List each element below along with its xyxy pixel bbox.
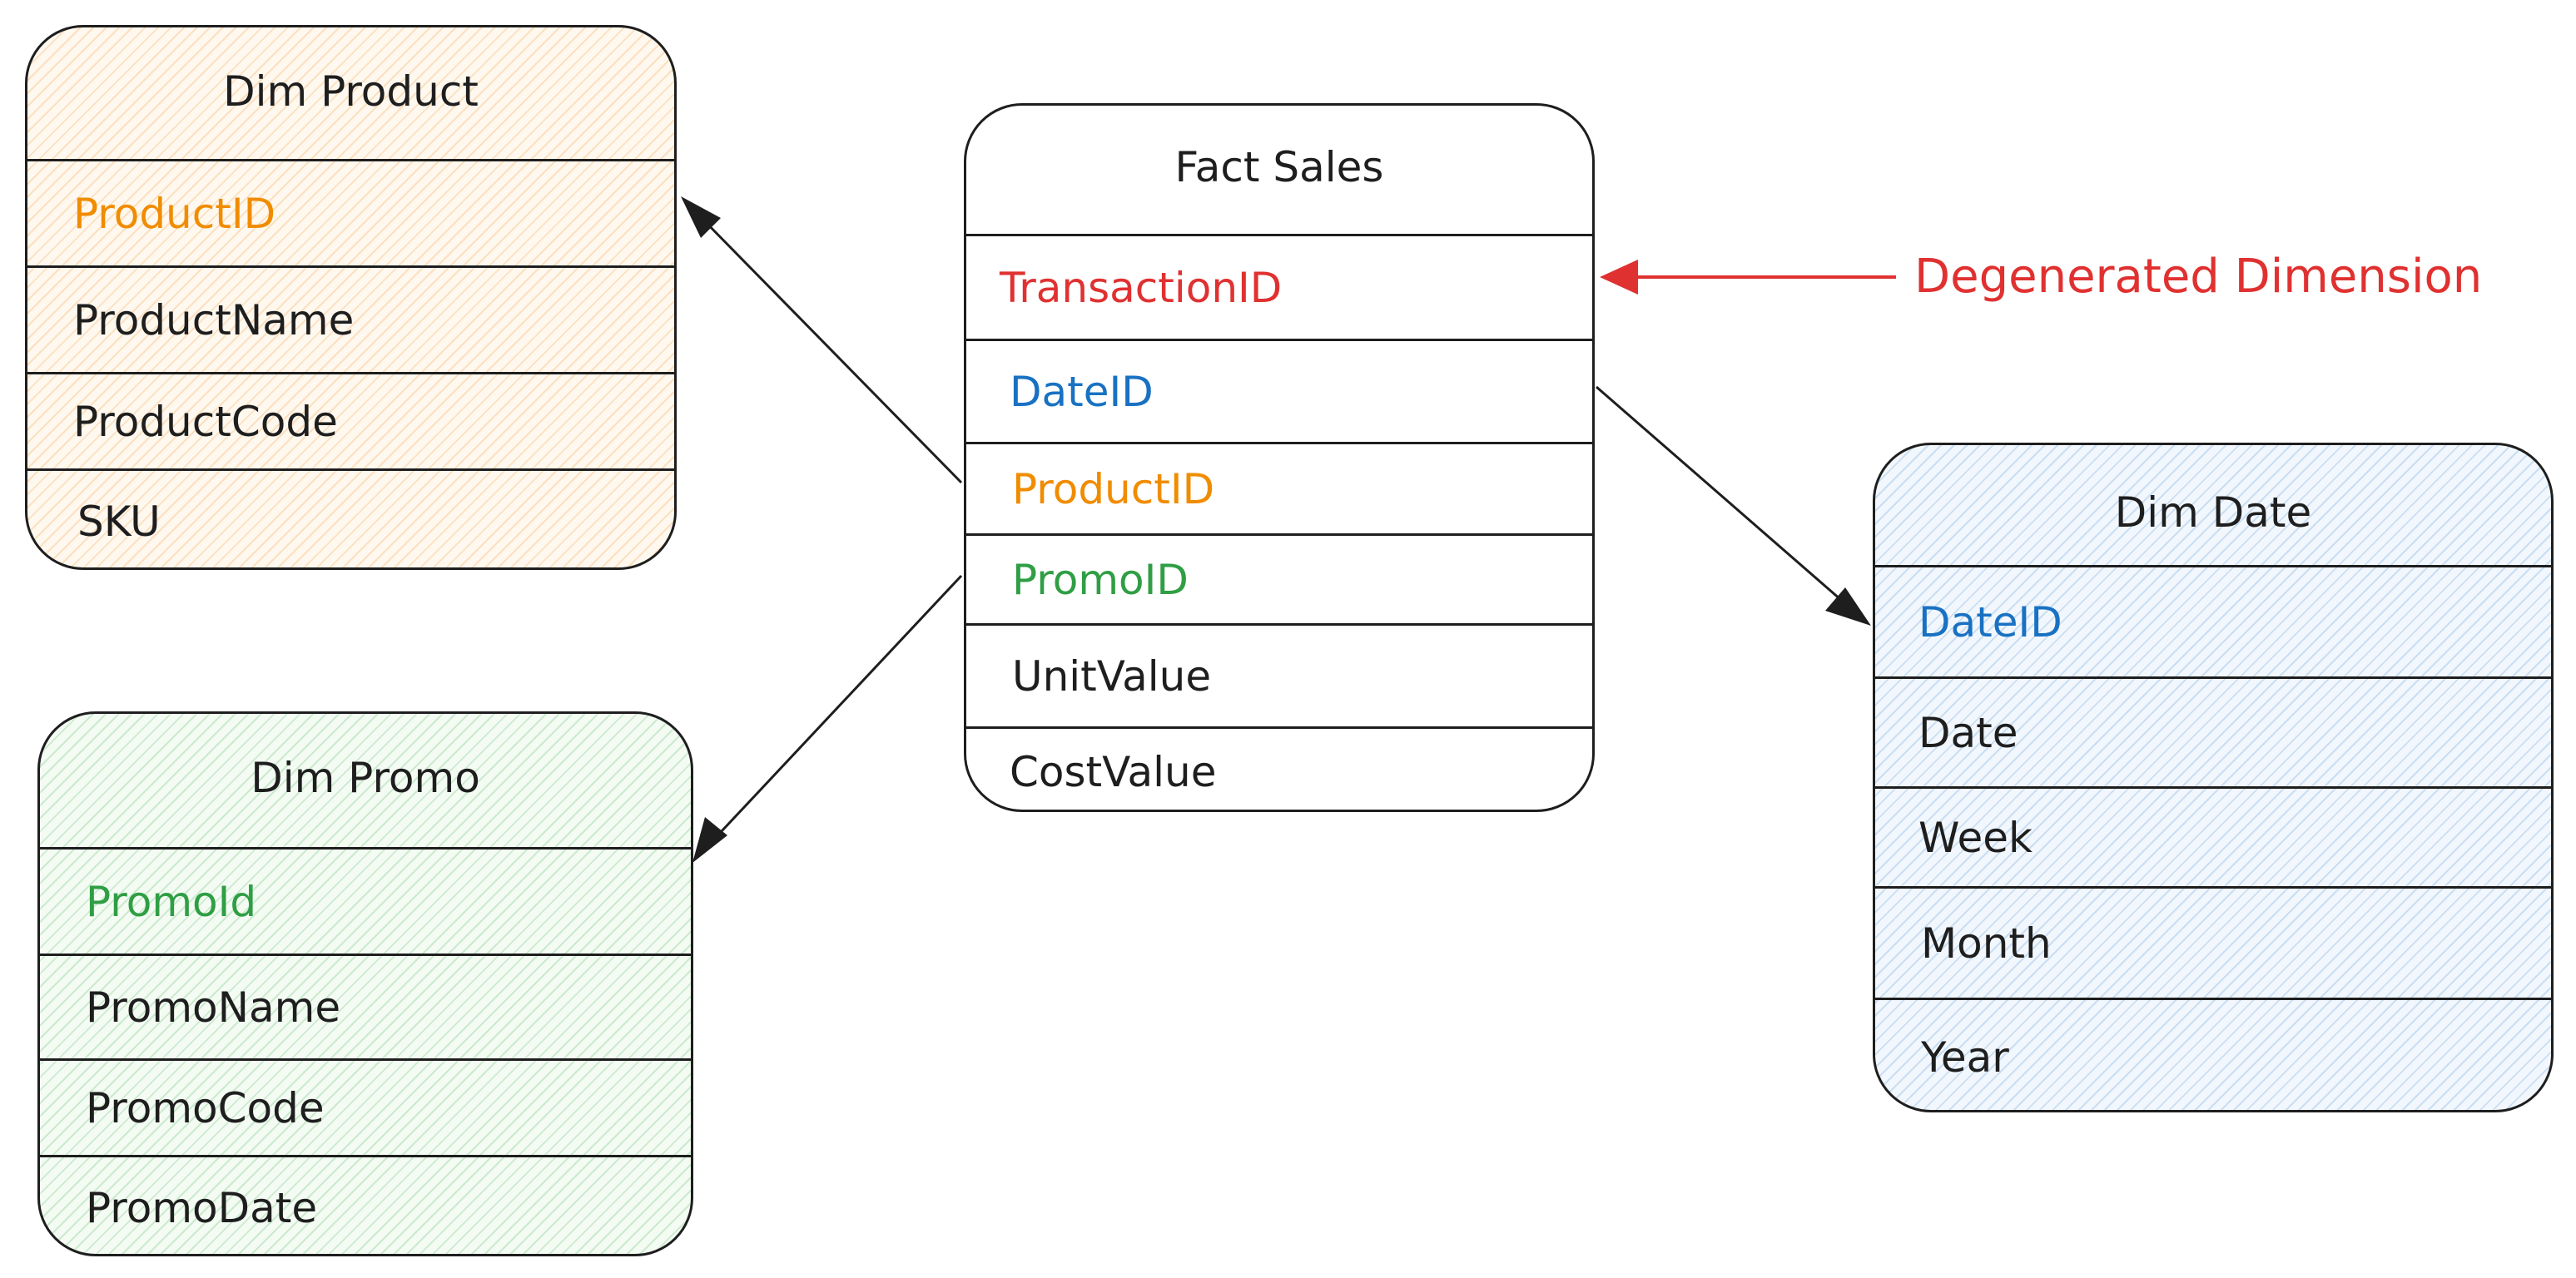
dim-date-field-month: Month xyxy=(1875,886,2551,998)
degenerate-annotation-arrow xyxy=(1600,260,1896,295)
dim-promo-field-promodate: PromoDate xyxy=(40,1155,691,1254)
arrow-fact-to-product xyxy=(681,196,963,484)
field-label: DateID xyxy=(1918,597,2062,646)
field-label: Month xyxy=(1921,919,2052,968)
dim-date-table: Dim Date DateID Date Week Month Year xyxy=(1873,443,2554,1112)
fact-sales-field-unitvalue: UnitValue xyxy=(966,623,1592,726)
field-label: ProductID xyxy=(1012,464,1215,513)
dim-date-field-year: Year xyxy=(1875,998,2551,1110)
field-label: PromoName xyxy=(86,983,341,1032)
field-label: UnitValue xyxy=(1012,651,1212,701)
dim-product-field-productname: ProductName xyxy=(27,265,674,372)
fact-sales-field-dateid: DateID xyxy=(966,339,1592,442)
dim-date-field-dateid: DateID xyxy=(1875,565,2551,676)
dim-product-title: Dim Product xyxy=(223,67,479,116)
field-label: Date xyxy=(1918,708,2018,757)
field-label: SKU xyxy=(77,498,161,546)
dim-promo-table: Dim Promo PromoId PromoName PromoCode Pr… xyxy=(37,711,693,1256)
field-label: PromoId xyxy=(86,877,257,926)
dim-date-field-date: Date xyxy=(1875,676,2551,786)
arrowhead xyxy=(1825,587,1871,626)
arrowhead xyxy=(1600,260,1638,295)
dim-promo-title: Dim Promo xyxy=(251,754,480,802)
dim-product-field-sku: SKU xyxy=(27,468,674,567)
fact-sales-field-costvalue: CostValue xyxy=(966,726,1592,810)
fact-sales-table: Fact Sales TransactionID DateID ProductI… xyxy=(964,103,1595,812)
arrow-fact-to-promo xyxy=(692,574,963,863)
dim-date-field-week: Week xyxy=(1875,786,2551,886)
field-label: ProductID xyxy=(73,189,276,238)
field-label: CostValue xyxy=(1010,747,1217,796)
field-label: Year xyxy=(1921,1033,2009,1082)
field-label: DateID xyxy=(1010,367,1154,416)
dim-product-table: Dim Product ProductID ProductName Produc… xyxy=(25,25,677,570)
field-label: ProductCode xyxy=(73,397,338,446)
dim-product-field-productcode: ProductCode xyxy=(27,372,674,468)
fact-sales-title: Fact Sales xyxy=(1174,143,1384,191)
dim-promo-field-promoid: PromoId xyxy=(40,847,691,954)
field-label: TransactionID xyxy=(1000,263,1283,312)
fact-sales-field-promoid: PromoID xyxy=(966,533,1592,623)
field-label: Week xyxy=(1918,813,2033,862)
field-label: PromoDate xyxy=(86,1184,318,1232)
fact-sales-field-productid: ProductID xyxy=(966,442,1592,533)
field-label: PromoCode xyxy=(86,1083,325,1132)
dim-promo-field-promocode: PromoCode xyxy=(40,1058,691,1155)
arrowhead xyxy=(681,196,721,238)
field-label: PromoID xyxy=(1012,555,1189,604)
arrow-fact-to-date xyxy=(1596,385,1871,626)
dim-date-title: Dim Date xyxy=(2114,488,2312,537)
fact-sales-field-transactionid: TransactionID xyxy=(966,234,1592,339)
dim-promo-field-promoname: PromoName xyxy=(40,954,691,1058)
degenerated-dimension-label: Degenerated Dimension xyxy=(1914,250,2483,304)
dim-product-field-productid: ProductID xyxy=(27,159,674,265)
arrowhead xyxy=(692,817,727,863)
field-label: ProductName xyxy=(73,295,355,344)
